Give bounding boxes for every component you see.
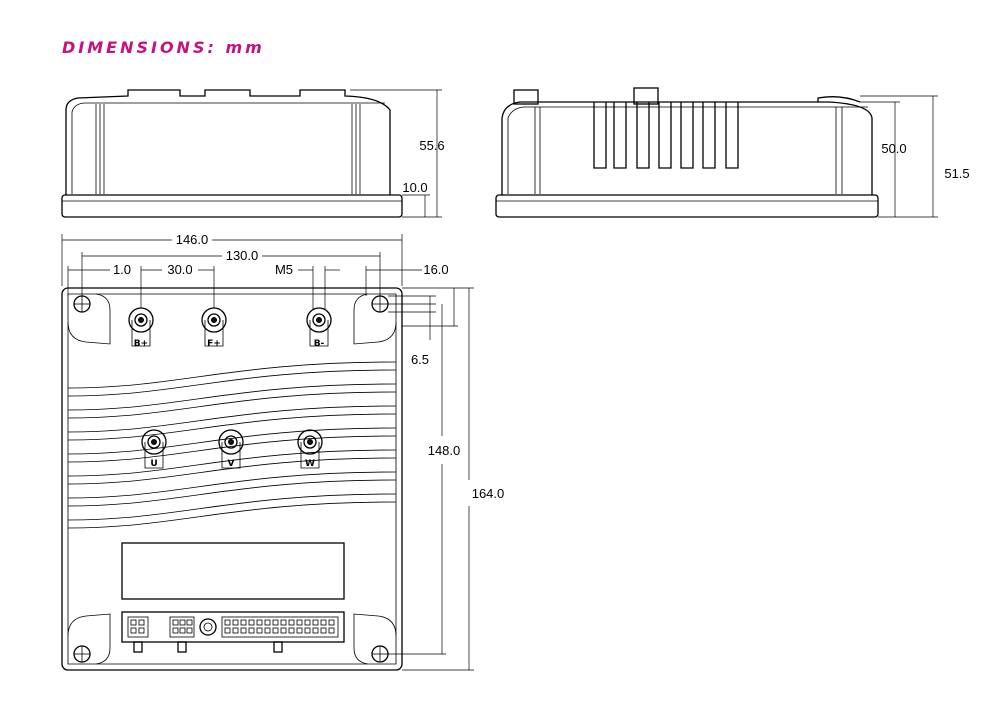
connector-pin xyxy=(248,627,255,634)
connector-block xyxy=(121,611,345,653)
connector-pin xyxy=(264,627,271,634)
connector-pin xyxy=(288,619,295,626)
terminal-label: B+ xyxy=(134,339,148,349)
connector-pin xyxy=(130,619,137,626)
connector-pin xyxy=(320,619,327,626)
cooling-fins xyxy=(593,102,739,169)
dim-front-height: 55.6 xyxy=(419,138,444,153)
connector-pin xyxy=(224,627,231,634)
terminal-f-plus: F+ xyxy=(201,307,227,349)
connector-pin xyxy=(172,619,179,626)
label-window xyxy=(121,542,345,600)
terminal-w: W xyxy=(297,429,323,469)
terminal-label: W xyxy=(305,459,315,469)
connector-pin xyxy=(328,619,335,626)
terminal-label: F+ xyxy=(207,339,221,349)
connector-pin xyxy=(248,619,255,626)
dim-overall-width: 146.0 xyxy=(176,232,209,247)
connector-pin xyxy=(138,627,145,634)
connector-pin xyxy=(240,619,247,626)
connector-pin xyxy=(312,627,319,634)
dim-hole-spacing-x: 130.0 xyxy=(226,248,259,263)
terminal-b-plus: B+ xyxy=(128,307,154,349)
terminal-label: V xyxy=(228,459,235,469)
dim-side-inner: 50.0 xyxy=(881,141,906,156)
dim-side-total: 51.5 xyxy=(944,166,969,181)
terminal-label: B- xyxy=(314,339,325,349)
connector-pin xyxy=(296,627,303,634)
connector-pin xyxy=(256,619,263,626)
connector-pin xyxy=(296,619,303,626)
dim-hole-spacing-y: 148.0 xyxy=(428,443,461,458)
dim-terminal-pitch: 30.0 xyxy=(167,262,192,277)
connector-pin xyxy=(232,619,239,626)
connector-pin xyxy=(312,619,319,626)
top-view: B+ F+ B- U V W xyxy=(61,287,403,671)
connector-pin xyxy=(304,627,311,634)
dim-overall-height: 164.0 xyxy=(472,486,505,501)
dim-front-base: 10.0 xyxy=(402,180,427,195)
page-title: DIMENSIONS: mm xyxy=(62,38,265,57)
connector-pin xyxy=(138,619,145,626)
connector-pin xyxy=(179,619,186,626)
connector-pin xyxy=(186,619,193,626)
connector-pin xyxy=(320,627,327,634)
connector-pin xyxy=(186,627,193,634)
terminal-b-minus: B- xyxy=(306,307,332,349)
mounting-hole xyxy=(73,645,91,663)
connector-pin xyxy=(272,619,279,626)
connector-pin xyxy=(264,619,271,626)
connector-pin xyxy=(172,627,179,634)
connector-pin xyxy=(256,627,263,634)
connector-pin xyxy=(328,627,335,634)
connector-pin xyxy=(130,627,137,634)
connector-pin xyxy=(224,619,231,626)
front-view xyxy=(61,89,403,218)
dim-edge-offset: 1.0 xyxy=(113,262,131,277)
connector-pin xyxy=(304,619,311,626)
connector-pin xyxy=(288,627,295,634)
dim-right-offset: 16.0 xyxy=(423,262,448,277)
dim-hole-offset-y: 6.5 xyxy=(411,352,429,367)
dim-thread: M5 xyxy=(275,262,293,277)
connector-pin xyxy=(240,627,247,634)
side-view xyxy=(495,87,879,218)
mounting-hole xyxy=(73,295,91,313)
dimension-lines xyxy=(61,89,938,671)
terminal-u: U xyxy=(141,429,167,469)
mounting-hole xyxy=(371,645,389,663)
mounting-hole xyxy=(371,295,389,313)
connector-pin xyxy=(232,627,239,634)
connector-pin xyxy=(272,627,279,634)
connector-pin xyxy=(280,627,287,634)
terminal-label: U xyxy=(150,459,157,469)
connector-pin xyxy=(280,619,287,626)
heatsink-waves xyxy=(67,361,397,529)
terminal-v: V xyxy=(218,429,244,469)
connector-pin xyxy=(179,627,186,634)
